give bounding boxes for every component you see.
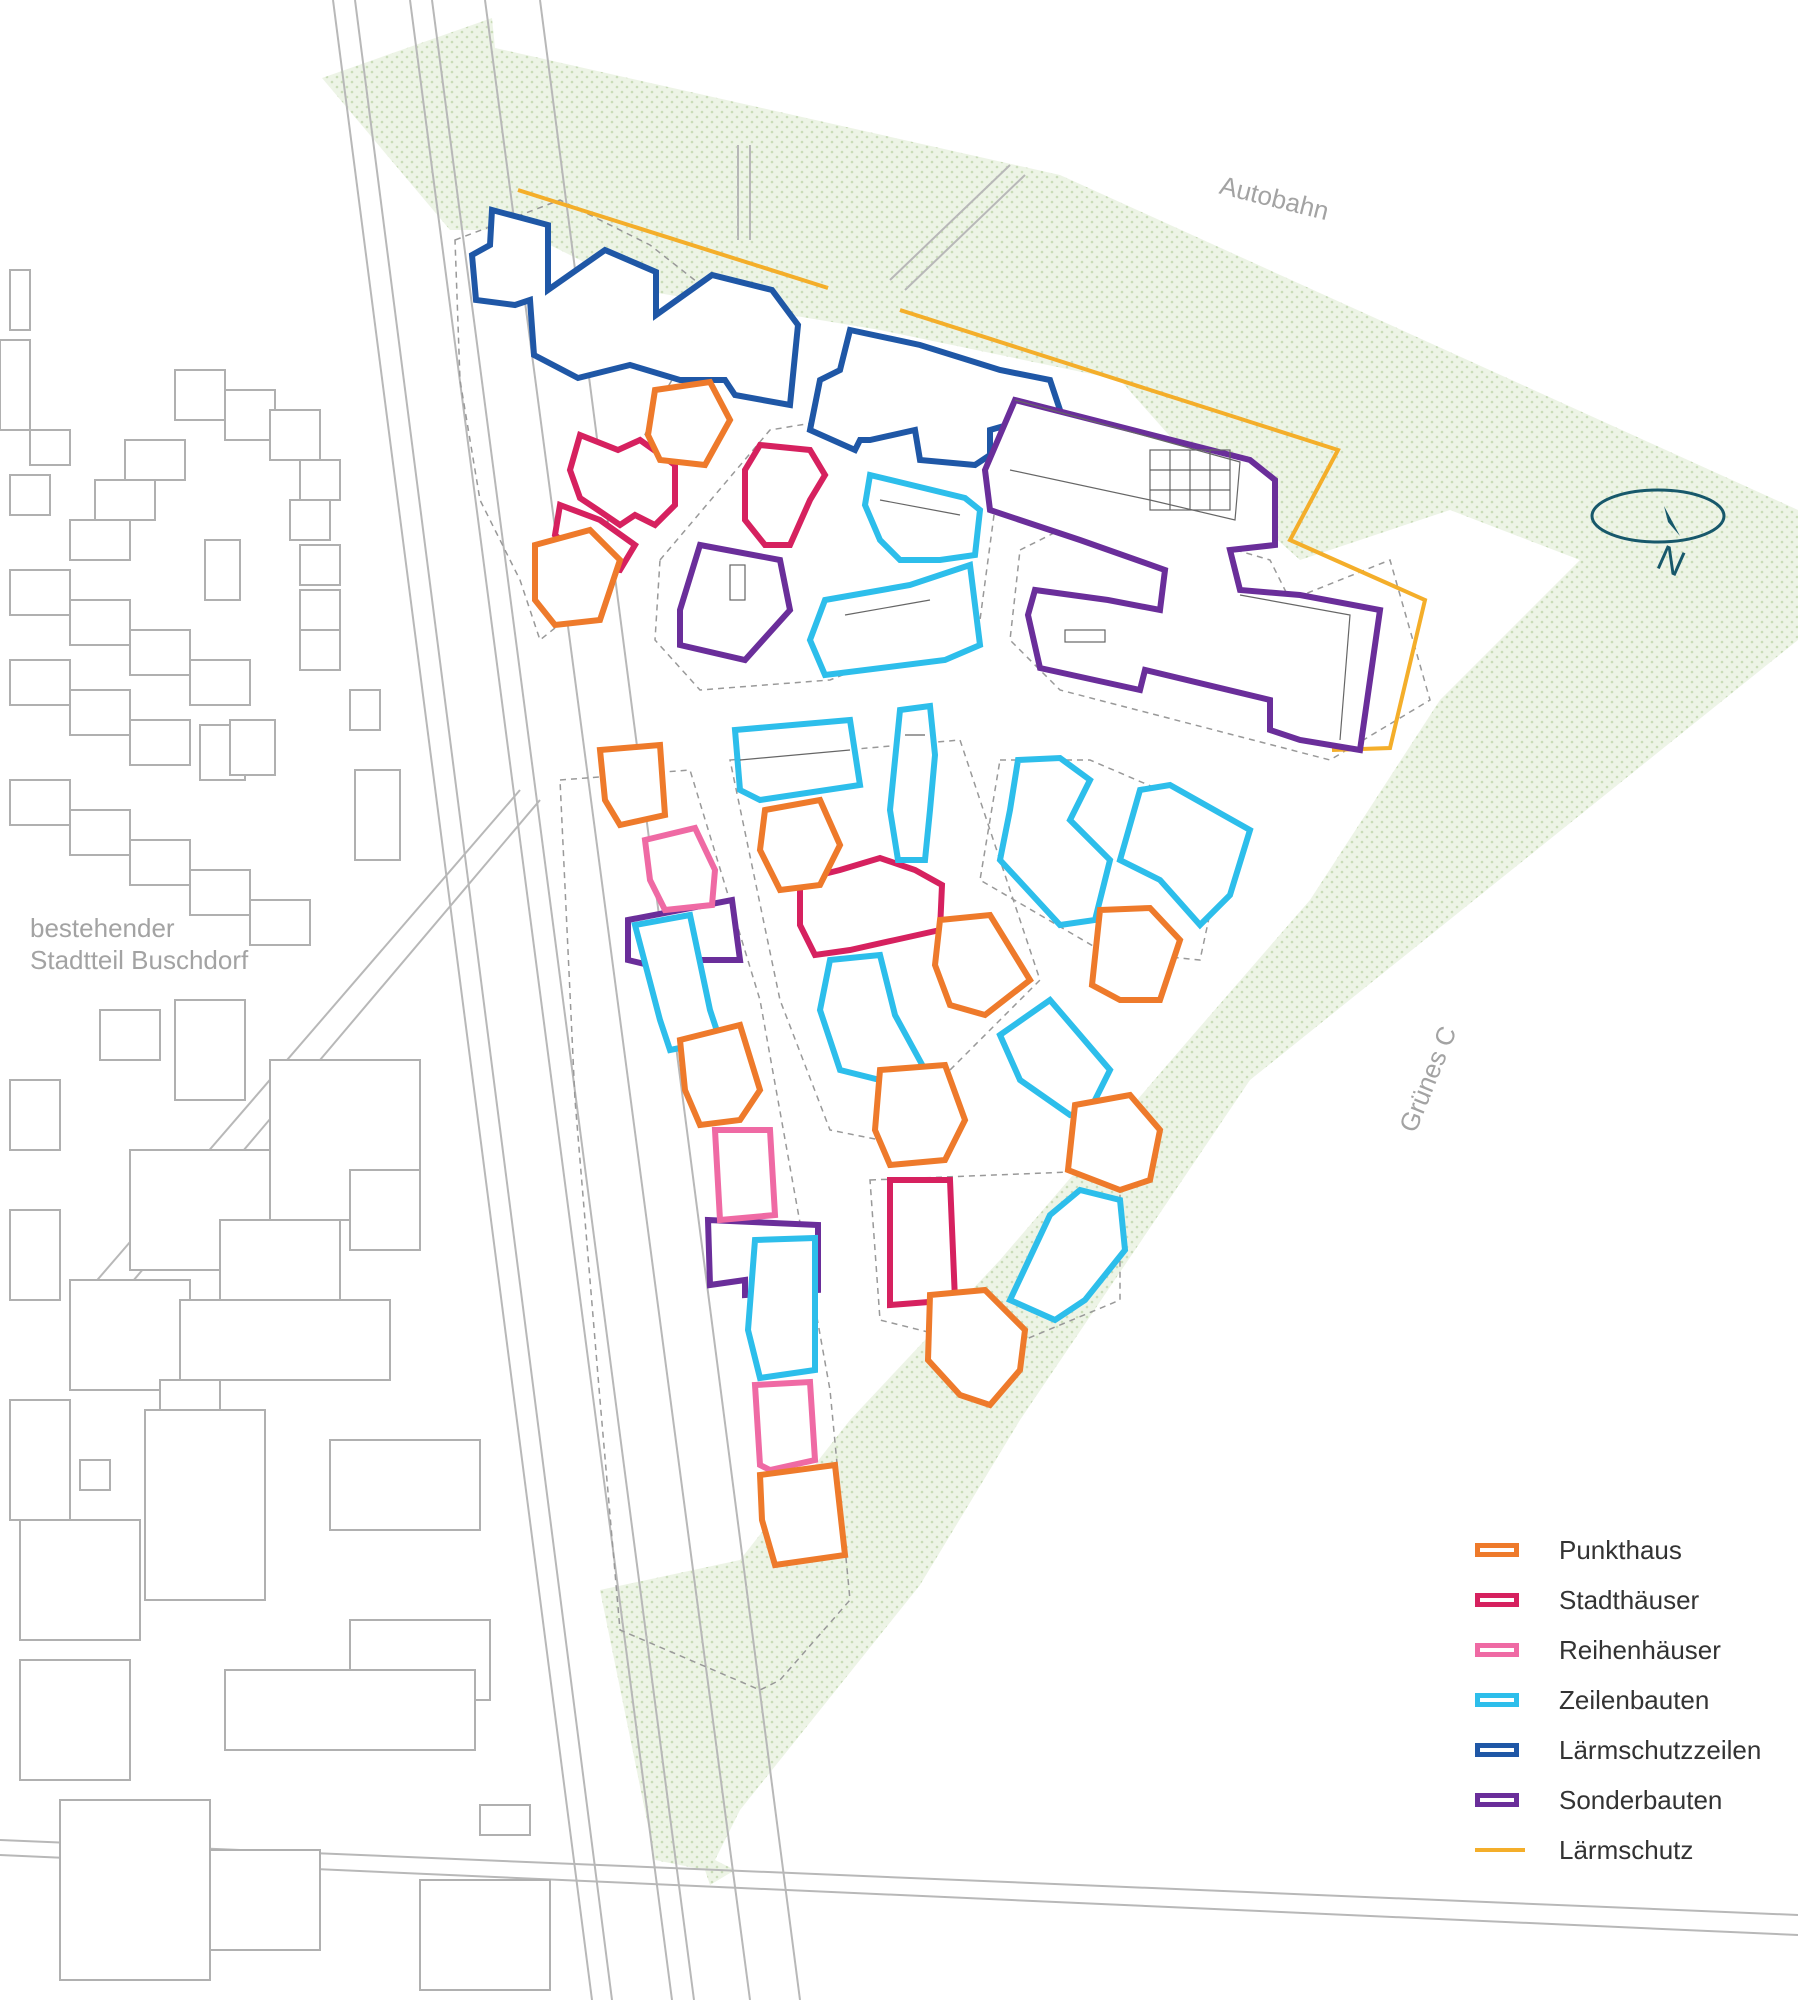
noise-barriers — [517, 188, 1428, 752]
legend-label: Sonderbauten — [1559, 1784, 1723, 1815]
legend-swatch-reihenhaeuser — [1475, 1643, 1519, 1657]
legend-item-reihenhaeuser: Reihenhäuser — [1475, 1625, 1761, 1675]
building-details — [729, 399, 1351, 761]
district-label: bestehender Stadtteil Buschdorf — [30, 913, 249, 975]
legend-item-zeilenbauten: Zeilenbauten — [1475, 1675, 1761, 1725]
legend-line-laermschutz — [1475, 1848, 1525, 1852]
laermschutzzeilen — [468, 206, 1064, 469]
legend-label: Zeilenbauten — [1559, 1684, 1710, 1715]
compass-icon — [1590, 488, 1726, 544]
legend-item-laermschutzzeilen: Lärmschutzzeilen — [1475, 1725, 1761, 1775]
legend-swatch-punkthaus — [1475, 1543, 1519, 1557]
legend-item-laermschutz: Lärmschutz — [1475, 1825, 1761, 1875]
legend-item-stadthaeuser: Stadthäuser — [1475, 1575, 1761, 1625]
legend-swatch-sonderbauten — [1475, 1793, 1519, 1807]
stadthaeuser — [551, 430, 959, 1309]
punkthaeuser — [532, 378, 1184, 1569]
legend-label: Punkthaus — [1559, 1534, 1682, 1565]
reihenhaeuser — [641, 824, 819, 1474]
legend-label: Stadthäuser — [1559, 1584, 1700, 1615]
legend-swatch-stadthaeuser — [1475, 1593, 1519, 1607]
legend-label: Lärmschutzzeilen — [1559, 1734, 1762, 1765]
green-belt-area — [322, 18, 1798, 1885]
existing-buildings — [0, 269, 551, 1991]
legend-swatch-laermschutzzeilen — [1475, 1743, 1519, 1757]
legend-label: Reihenhäuser — [1559, 1634, 1721, 1665]
green-belt — [322, 18, 1798, 1885]
legend: Punkthaus Stadthäuser Reihenhäuser Zeile… — [1475, 1525, 1761, 1875]
zeilenbauten — [631, 471, 1254, 1382]
legend-label: Lärmschutz — [1559, 1834, 1694, 1865]
legend-item-sonderbauten: Sonderbauten — [1475, 1775, 1761, 1825]
legend-item-punkthaus: Punkthaus — [1475, 1525, 1761, 1575]
legend-swatch-zeilenbauten — [1475, 1693, 1519, 1707]
